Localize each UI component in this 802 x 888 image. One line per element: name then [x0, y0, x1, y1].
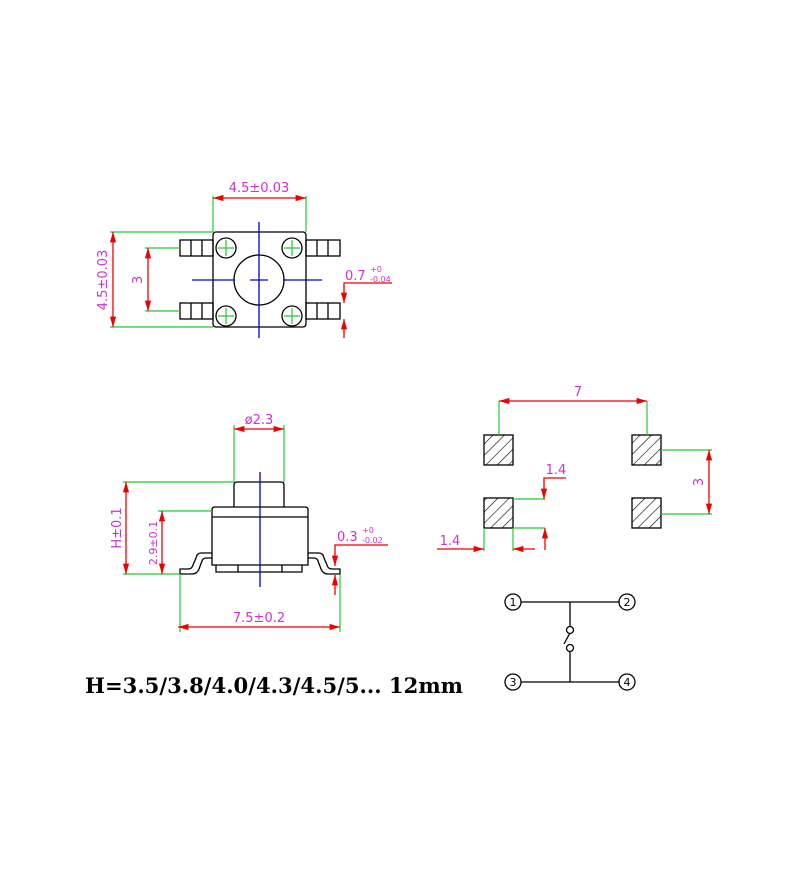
pin-3-label: 3 — [510, 676, 517, 689]
pad-pitch-y-dim: 3 — [692, 478, 707, 486]
top-height-dim: 4.5±0.03 — [96, 250, 111, 311]
cap-diameter-dim: ø2.3 — [245, 413, 274, 428]
pin-width-dim: 0.7 — [345, 269, 366, 284]
pad-width-dim: 1.4 — [440, 534, 461, 549]
pin-width-tol-lower: -0.04 — [370, 275, 391, 284]
body-height-dim: 2.9±0.1 — [147, 521, 160, 565]
top-view: 4.5±0.03 4.5±0.03 3 0.7 +0 -0.04 — [96, 181, 392, 338]
overall-length-dim: 7.5±0.2 — [233, 611, 285, 626]
pin-width-tol-upper: +0 — [370, 265, 382, 274]
lead-tol-lower: -0.02 — [362, 536, 383, 545]
side-view: ø2.3 H±0.1 2.9±0.1 7.5±0.2 0.3 +0 -0.02 — [110, 413, 388, 632]
height-dim: H±0.1 — [110, 507, 125, 548]
pad-height-dim: 1.4 — [546, 463, 567, 478]
pad-pitch-x-dim: 7 — [574, 385, 582, 400]
pin-2-label: 2 — [624, 596, 631, 609]
switch-schematic: 1 2 3 4 — [504, 593, 636, 691]
pin-1-label: 1 — [510, 596, 517, 609]
pin-4-label: 4 — [624, 676, 631, 689]
top-width-dim: 4.5±0.03 — [229, 181, 290, 196]
pad-layout: 7 3 1.4 1.4 — [437, 385, 713, 553]
lead-tol-upper: +0 — [362, 526, 374, 535]
lead-thickness-dim: 0.3 — [337, 530, 358, 545]
height-options-note: H=3.5/3.8/4.0/4.3/4.5/5... 12mm — [85, 673, 463, 698]
pin-pitch-dim: 3 — [131, 276, 146, 284]
